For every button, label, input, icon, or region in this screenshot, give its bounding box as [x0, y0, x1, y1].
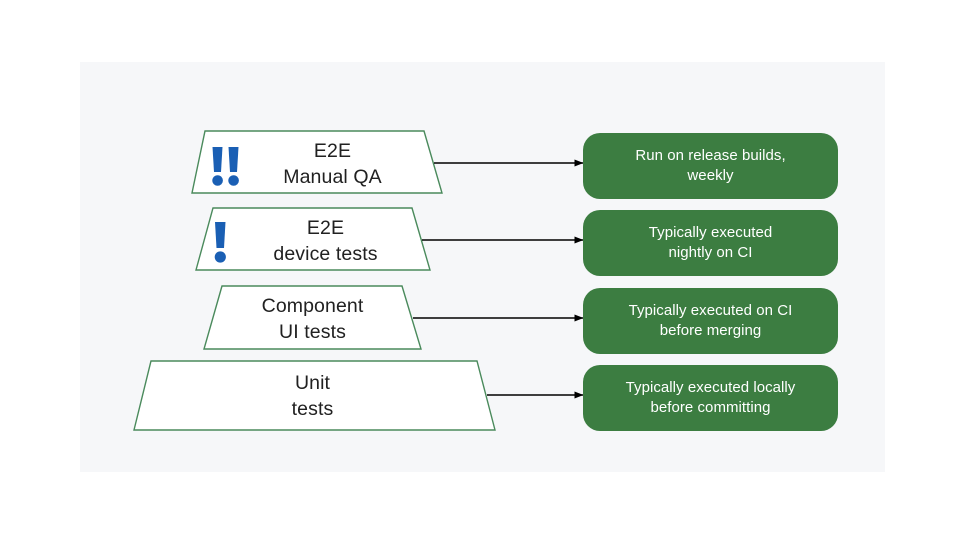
callout-unit-tests[interactable]: Typically executed locally before commit… — [583, 365, 838, 431]
pyramid-tier-component-ui-tests[interactable] — [203, 285, 422, 350]
pyramid-tier-unit-tests[interactable] — [133, 360, 496, 431]
callout-e2e-device-tests[interactable]: Typically executed nightly on CI — [583, 210, 838, 276]
pyramid-tier-e2e-device-tests[interactable] — [195, 207, 431, 271]
pyramid-tier-e2e-manual-qa[interactable] — [191, 130, 443, 194]
callout-component-ui-tests[interactable]: Typically executed on CI before merging — [583, 288, 838, 354]
warning-icon — [212, 147, 223, 186]
warning-icon — [214, 222, 226, 263]
warning-icon — [228, 147, 239, 186]
callout-e2e-manual-qa[interactable]: Run on release builds, weekly — [583, 133, 838, 199]
